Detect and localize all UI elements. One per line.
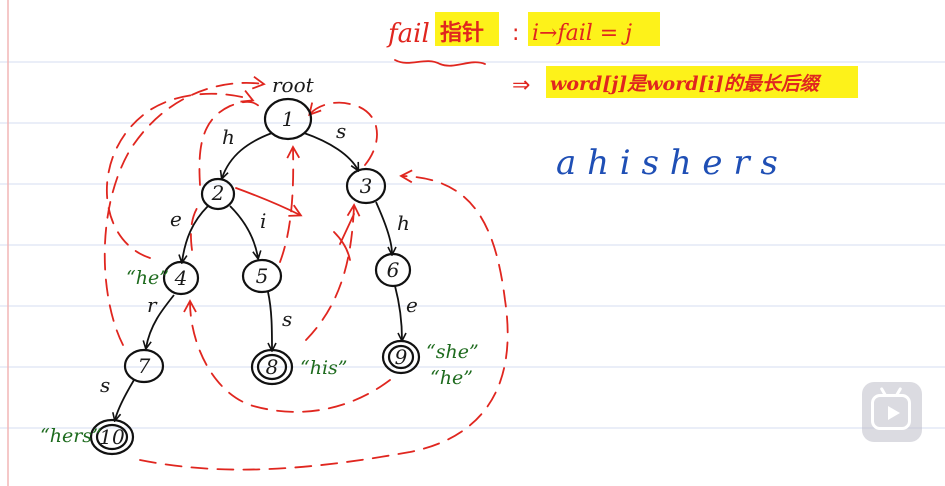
edge-6-9: [394, 285, 402, 340]
highlight: [435, 12, 499, 46]
fail-arrow-4-short: [190, 204, 200, 251]
word-label-hers: “hers”: [40, 425, 102, 447]
edge-3-6: [375, 201, 392, 254]
edge-label: h: [222, 125, 235, 149]
fail-arrow-8-to-3: [305, 203, 361, 341]
edge-7-10: [115, 379, 135, 420]
highlight: [528, 12, 660, 46]
node-3: 3: [345, 167, 387, 205]
heading: fail 指针 : i→fail = j ⇒ word[j]是word[i]的最…: [386, 12, 858, 98]
highlight: [546, 66, 858, 98]
edge-label: h: [397, 211, 410, 235]
fail-arrow-3-to-root: [308, 101, 378, 166]
edge-label: i: [260, 209, 266, 233]
heading-colon: :: [512, 21, 519, 46]
fail-pointers: [103, 75, 509, 471]
node-4-label: 4: [174, 266, 188, 290]
word-label-he: “he”: [126, 267, 169, 289]
edge-2-4: [182, 205, 209, 262]
edge-label: e: [170, 207, 182, 231]
node-1-label: 1: [282, 107, 295, 131]
root-label: root: [272, 73, 315, 97]
play-icon: [888, 406, 900, 420]
fail-arrow-4-to-2: [235, 187, 303, 217]
node-2: 2: [200, 177, 236, 211]
edge-2-5: [229, 205, 258, 258]
word-labels: “he” “his” “she” “he” “hers”: [40, 267, 479, 447]
fail-arrow-7-to-root: [103, 75, 266, 346]
fail-arrow-10-to-3: [139, 169, 509, 471]
heading-definition: i→fail = j: [532, 21, 632, 46]
word-label-his: “his”: [300, 357, 348, 379]
fail-arrow-2-loop: [198, 101, 263, 186]
implies-arrow: ⇒: [512, 73, 530, 98]
edge-5-8: [267, 291, 272, 350]
word-label-she: “she”: [426, 341, 479, 363]
edge-1-3: [303, 132, 358, 170]
video-icon-screen: [871, 394, 911, 430]
edge-4-7: [146, 294, 175, 348]
heading-underline: [394, 59, 486, 67]
node-9-label: 9: [395, 345, 408, 369]
word-label-he-2: “he”: [430, 367, 473, 389]
node-8-label: 8: [266, 355, 279, 379]
edge-label: e: [406, 293, 418, 317]
node-9: 9: [381, 339, 421, 375]
edge-label: s: [282, 307, 292, 331]
node-2-label: 2: [211, 181, 225, 205]
node-10: 10: [89, 418, 135, 456]
node-5-label: 5: [256, 264, 269, 288]
node-4: 4: [162, 260, 200, 296]
edge-label: s: [100, 373, 110, 397]
edge-label: s: [336, 119, 346, 143]
tree-nodes: root 1 2 3 4 5 6 7: [89, 73, 421, 456]
heading-title-fail: fail: [386, 19, 430, 49]
node-6: 6: [374, 252, 412, 288]
video-player-icon[interactable]: [862, 382, 922, 442]
node-7-label: 7: [138, 354, 151, 378]
node-7: 7: [123, 348, 165, 384]
tree-edges: [115, 132, 402, 420]
fail-arrow-2-to-root: [106, 90, 255, 259]
node-5: 5: [241, 258, 283, 294]
node-8: 8: [250, 348, 294, 386]
node-10-label: 10: [99, 425, 125, 449]
edge-label: r: [147, 293, 158, 317]
edge-labels: h s e i h r s e s: [100, 119, 418, 397]
heading-meaning: word[j]是word[i]的最长后缀: [550, 73, 822, 95]
fail-cross-mark: [333, 213, 355, 261]
edge-1-2: [222, 132, 273, 178]
heading-title-pointer: 指针: [440, 20, 484, 46]
node-3-label: 3: [360, 174, 373, 198]
node-1: 1: [263, 97, 313, 141]
node-6-label: 6: [387, 258, 400, 282]
fail-arrow-9-to-4: [183, 299, 391, 413]
sample-text: a h i s h e r s: [556, 143, 778, 183]
